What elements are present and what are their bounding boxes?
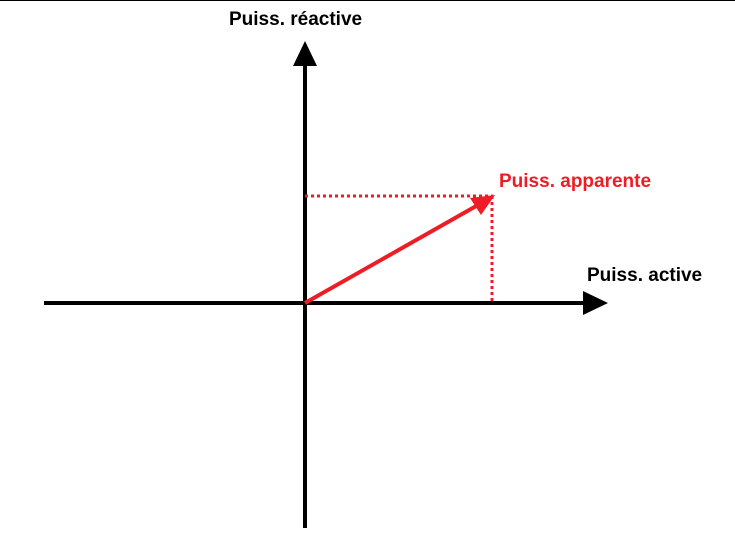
- x-axis-arrowhead: [583, 291, 608, 315]
- top-border-rule: [0, 0, 735, 1]
- y-axis-arrowhead: [293, 41, 317, 66]
- apparent-power-vector: [304, 203, 479, 305]
- x-axis-label: Puiss. active: [587, 265, 703, 286]
- y-axis-label: Puiss. réactive: [229, 9, 363, 30]
- vector-label: Puiss. apparente: [499, 171, 652, 192]
- apparent-power-arrowhead: [470, 195, 495, 215]
